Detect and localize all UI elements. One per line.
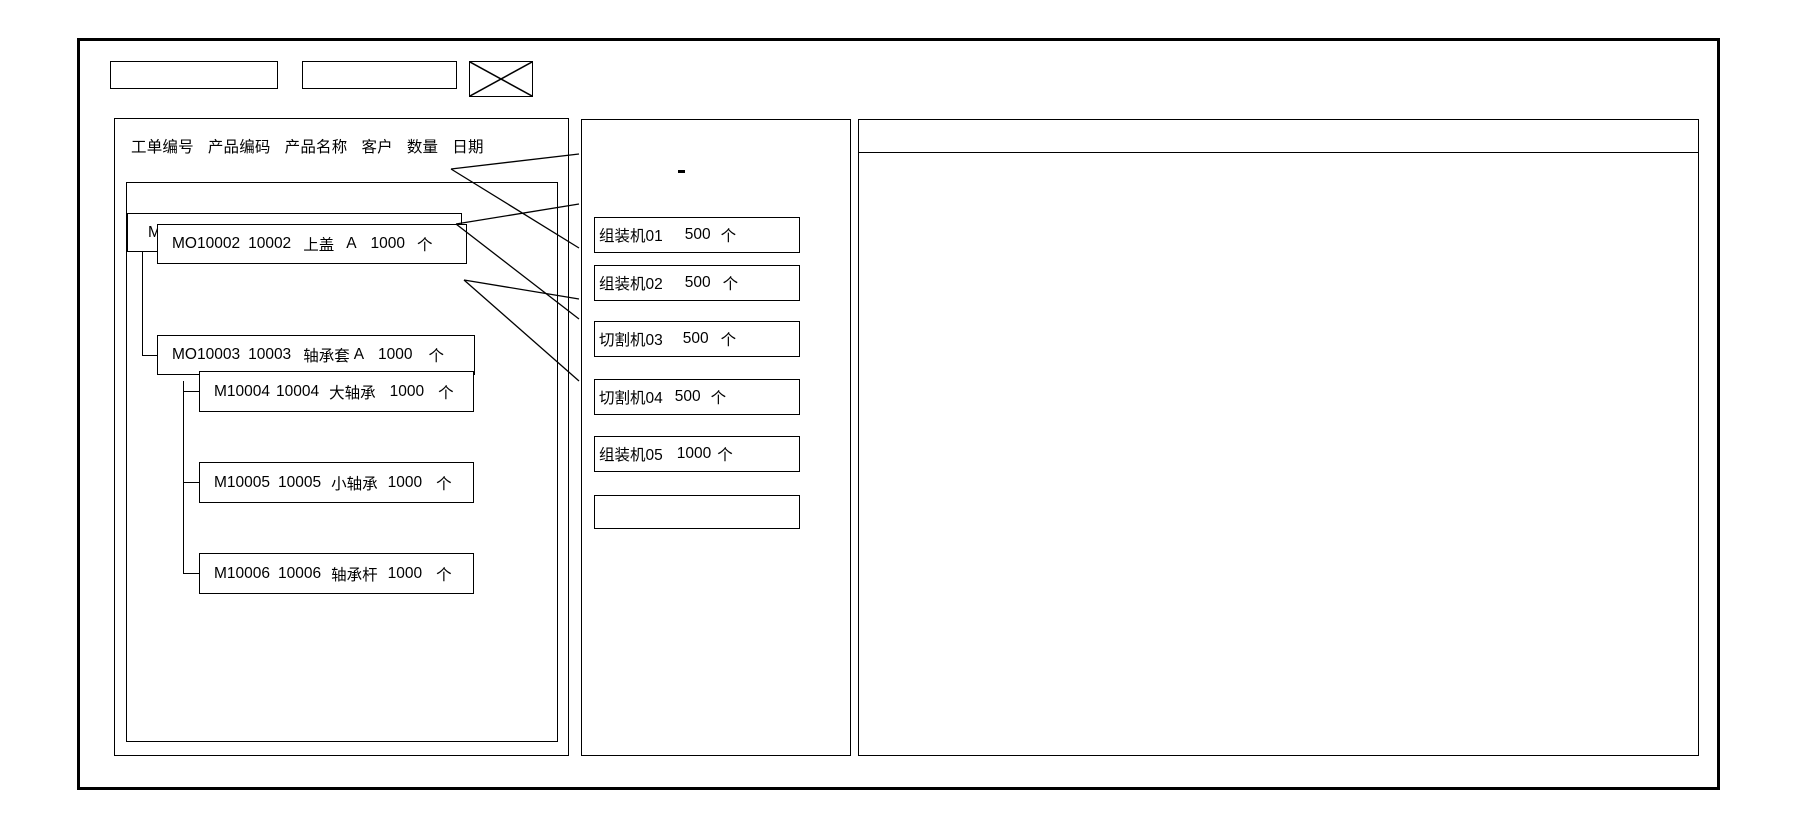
machine-row-4[interactable]: 切割机04 500 个 [594,379,800,415]
order-no: M10006 [214,564,271,582]
detail-panel-header-rule [859,152,1698,153]
tree-line-v-sub [183,381,185,574]
product-code: 10004 [276,382,320,400]
product-name: 大轴承 [329,384,376,402]
customer: A [346,235,357,252]
tree-line-v-root [142,231,144,356]
machine-row-1[interactable]: 组装机01 500 个 [594,217,800,253]
panel-marker-dot [678,170,685,173]
qty: 1000 [378,346,413,363]
tree-line-h-row5 [183,482,199,484]
product-code: 10003 [248,346,292,363]
machine-unit: 个 [717,447,733,464]
product-code: 10002 [248,235,292,252]
product-name: 轴承套 [303,348,350,365]
crossed-box-icon[interactable] [469,61,533,97]
toolbar-input-1[interactable] [110,61,278,89]
order-no: MO10002 [172,235,241,252]
product-code: 10005 [278,473,322,491]
machine-row-6-empty[interactable] [594,495,800,529]
unit: 个 [438,384,454,402]
unit: 个 [428,348,445,365]
product-code: 10006 [278,564,322,582]
machine-name: 组装机02 [599,276,663,293]
detail-panel [858,119,1699,756]
unit: 个 [436,566,452,584]
column-header-row: 工单编号产品编码产品名称客户数量日期 [131,135,551,159]
machine-qty: 500 [682,330,709,347]
machine-unit: 个 [720,332,737,349]
toolbar [94,61,694,101]
order-no: M10004 [214,382,271,400]
machine-name: 切割机03 [599,332,663,349]
machine-row-3[interactable]: 切割机03 500 个 [594,321,800,357]
tree-line-h-row6 [183,573,199,575]
tree-line-h-row3 [142,355,157,357]
machine-qty: 500 [684,274,711,291]
column-header-product-code: 产品编码 [207,139,271,156]
column-header-order-no: 工单编号 [131,139,194,156]
order-no: M10005 [214,473,271,491]
machine-unit: 个 [710,390,727,407]
unit: 个 [417,237,433,254]
machine-row-2[interactable]: 组装机02 500 个 [594,265,800,301]
toolbar-input-2[interactable] [302,61,457,89]
machine-row-5[interactable]: 组装机05 1000 个 [594,436,800,472]
crossed-box-glyph [470,62,532,96]
machine-qty: 500 [684,226,711,243]
qty: 1000 [389,382,425,400]
product-name: 上盖 [303,237,335,254]
column-header-product-name: 产品名称 [284,139,348,156]
unit: 个 [436,475,452,493]
order-no: MO10003 [172,346,241,363]
qty: 1000 [387,473,423,491]
tree-line-h-row4 [183,391,199,393]
machine-qty: 1000 [676,445,712,462]
work-order-row-4[interactable]: M10004 10004 大轴承 1000 个 [199,371,474,412]
column-header-customer: 客户 [361,139,393,156]
work-order-row-6[interactable]: M10006 10006 轴承杆 1000 个 [199,553,474,594]
work-order-row-2[interactable]: MO10002 10002 上盖 A 1000 个 [157,224,467,264]
column-header-qty: 数量 [406,139,439,156]
column-header-date: 日期 [452,139,484,156]
work-order-list[interactable]: MO1000110001液压泵A1000个 MO1000210002上盖A100… [126,182,558,742]
product-name: 轴承杆 [331,566,378,584]
product-name: 小轴承 [331,475,378,493]
machine-name: 组装机01 [599,228,663,245]
machine-name: 组装机05 [599,447,663,464]
machine-unit: 个 [722,276,739,293]
machine-name: 切割机04 [599,390,663,407]
customer: A [353,346,365,363]
machine-unit: 个 [720,228,737,245]
machine-qty: 500 [674,388,701,405]
qty: 1000 [387,564,423,582]
work-order-row-5[interactable]: M10005 10005 小轴承 1000 个 [199,462,474,503]
qty: 1000 [370,235,406,252]
